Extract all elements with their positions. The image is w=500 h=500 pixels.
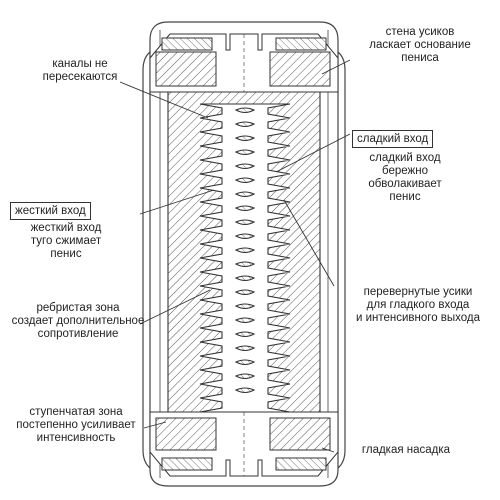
- center-fin: [234, 359, 256, 366]
- center-fin: [234, 205, 256, 212]
- inner-canal: [199, 103, 291, 413]
- leader-lines: [119, 59, 351, 453]
- center-fin: [234, 261, 256, 268]
- bottom-cap: [149, 411, 339, 477]
- label-channels: каналы не пересекаются: [42, 58, 118, 83]
- center-fin: [234, 135, 256, 142]
- center-fin: [234, 373, 256, 380]
- center-fin: [234, 233, 256, 240]
- label-inverted-whiskers: перевернутые усики для гладкого входа и …: [355, 286, 481, 324]
- label-wall-whiskers: стена усиков ласкает основание пениса: [369, 26, 471, 64]
- outer-casing: [142, 21, 346, 487]
- center-fin: [234, 275, 256, 282]
- center-fin: [234, 107, 256, 114]
- center-fin: [234, 247, 256, 254]
- center-fin: [234, 177, 256, 184]
- center-fin: [234, 219, 256, 226]
- center-fin: [234, 121, 256, 128]
- center-fin: [234, 345, 256, 352]
- label-hard-entry-title: жесткий вход: [10, 202, 91, 220]
- label-ribbed-zone: ребристая зона создает дополнительное со…: [11, 302, 145, 340]
- center-fin: [234, 289, 256, 296]
- center-fin: [234, 303, 256, 310]
- center-fin: [234, 191, 256, 198]
- label-sweet-entry-desc: сладкий вход бережно обволакивает пенис: [368, 152, 442, 203]
- label-hard-entry-desc: жесткий вход туго сжимает пенис: [30, 222, 102, 260]
- canal-ribs: [199, 103, 291, 413]
- center-fin: [234, 387, 256, 394]
- top-cap: [149, 33, 339, 93]
- center-fin: [234, 163, 256, 170]
- label-stepped-zone: ступенчатая зона постепенно усиливает ин…: [16, 406, 136, 444]
- center-fin: [234, 331, 256, 338]
- center-fin: [234, 149, 256, 156]
- center-fin: [234, 317, 256, 324]
- label-smooth-cap: гладкая насадка: [361, 444, 451, 456]
- label-sweet-entry-title: сладкий вход: [352, 130, 434, 148]
